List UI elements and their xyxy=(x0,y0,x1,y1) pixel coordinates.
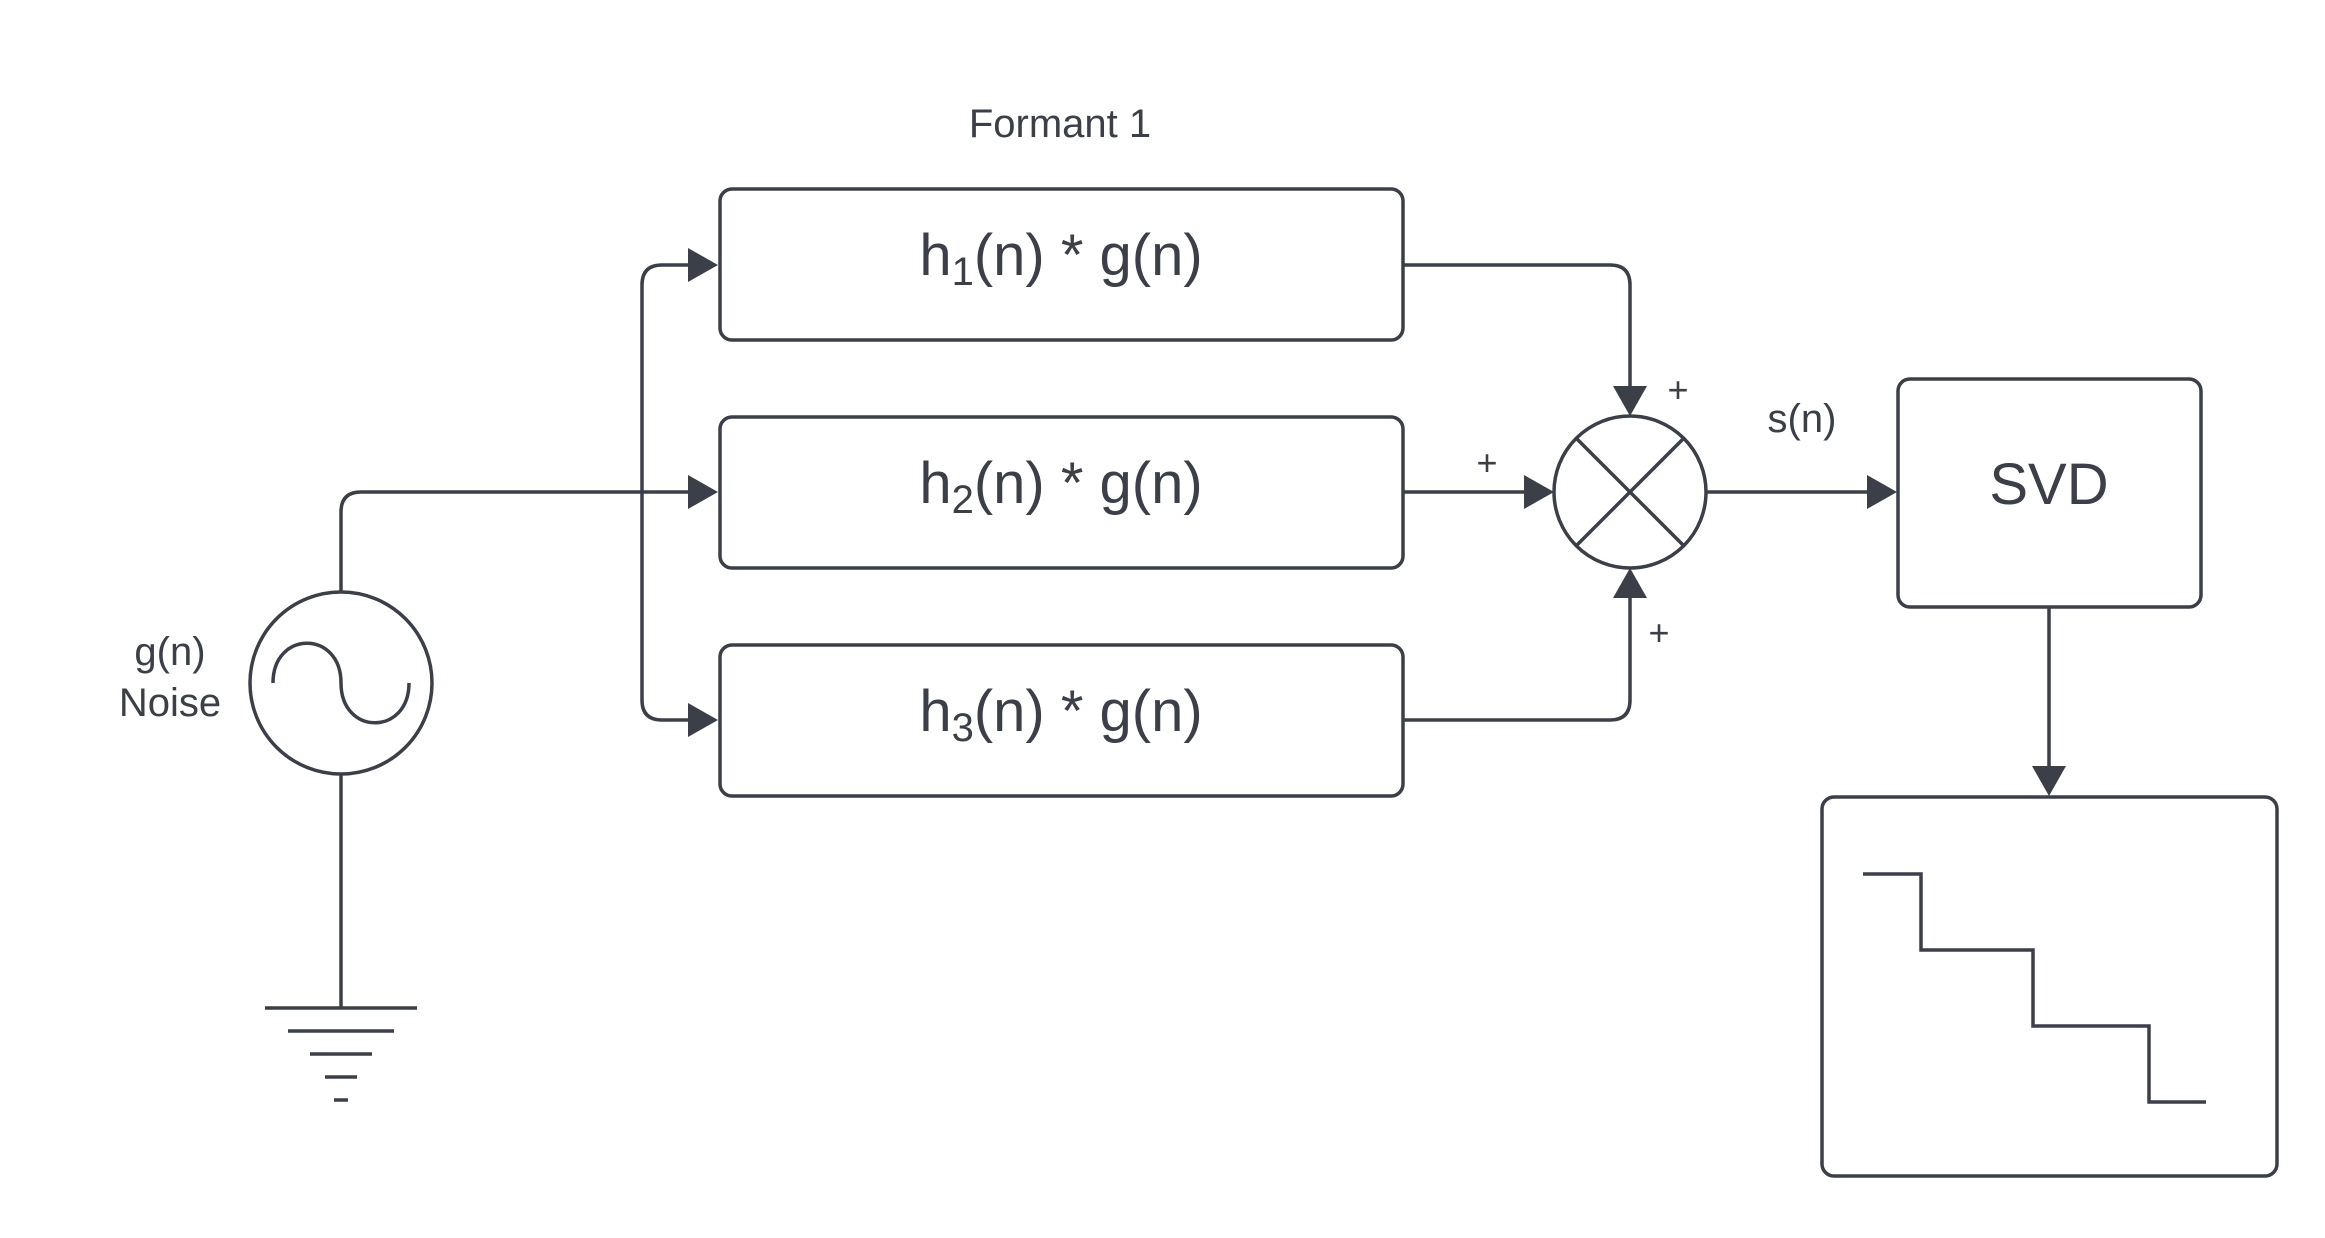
filter-block-3: h3(n) * g(n) xyxy=(718,643,1405,798)
singular-values-plot xyxy=(1820,795,2279,1178)
arrow-to-svd xyxy=(1867,475,1897,509)
output-signal-label: s(n) xyxy=(1768,397,1837,441)
filter-2-label: h2(n) * g(n) xyxy=(919,451,1202,522)
filter-3-label: h3(n) * g(n) xyxy=(919,679,1202,750)
arrow-to-filter-2 xyxy=(688,475,718,509)
formant-label: Formant 1 xyxy=(969,102,1151,146)
arrow-sum-top xyxy=(1613,386,1647,416)
arrow-to-plot xyxy=(2032,766,2066,796)
arrow-to-filter-3 xyxy=(688,703,718,737)
filter-1-label: h1(n) * g(n) xyxy=(919,223,1202,294)
arrow-sum-left xyxy=(1524,475,1554,509)
sine-wave-icon xyxy=(271,641,411,725)
filter-block-2: h2(n) * g(n) xyxy=(718,415,1405,570)
step-curve xyxy=(1863,872,2206,1104)
split-connector xyxy=(640,263,710,722)
noise-source xyxy=(248,590,434,776)
plus-sign-left: + xyxy=(1476,442,1497,483)
source-connector xyxy=(339,490,710,592)
plus-sign-top: + xyxy=(1667,369,1688,410)
arrow-sum-bottom xyxy=(1613,568,1647,598)
summing-junction xyxy=(1552,414,1708,570)
svd-label: SVD xyxy=(1989,452,2108,517)
filter-3-to-sum xyxy=(1403,594,1632,722)
source-signal-label: g(n) xyxy=(134,630,205,674)
filter-1-to-sum xyxy=(1403,263,1632,390)
ground-icon xyxy=(265,774,417,1102)
source-noise-label: Noise xyxy=(119,681,221,725)
plus-sign-bottom: + xyxy=(1648,612,1669,653)
filter-block-1: h1(n) * g(n) xyxy=(718,187,1405,342)
arrow-to-filter-1 xyxy=(688,248,718,282)
